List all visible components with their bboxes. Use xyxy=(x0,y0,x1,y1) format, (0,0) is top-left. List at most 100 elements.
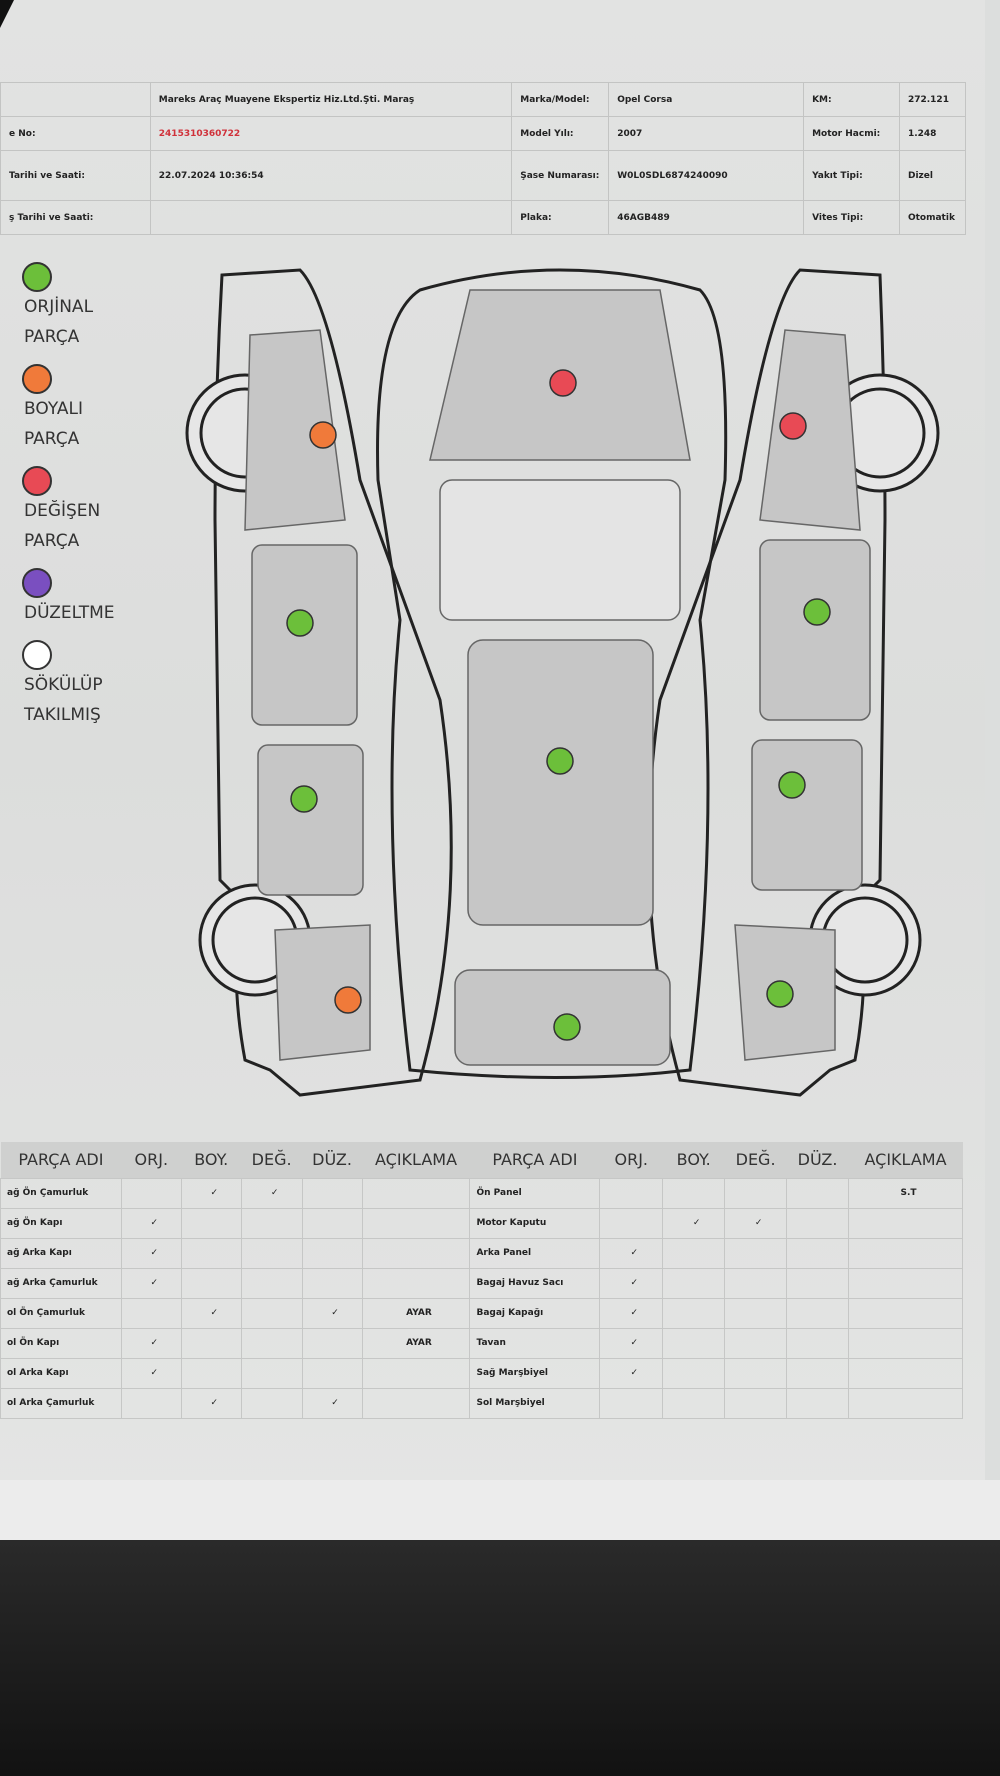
cell-duz xyxy=(786,1207,849,1239)
marker-trunk xyxy=(553,1013,581,1041)
cell-deg xyxy=(240,1267,303,1299)
car-diagram xyxy=(185,268,940,1097)
cell-deg xyxy=(240,1327,303,1359)
part-name: Sağ Marşbiyel xyxy=(469,1357,601,1389)
cell-deg xyxy=(240,1237,303,1269)
cell-deg xyxy=(724,1357,788,1389)
cell-note xyxy=(361,1387,471,1419)
cell-orj: ✓ xyxy=(599,1357,664,1389)
legend-label: DEĞİŞEN xyxy=(24,501,101,521)
marker-left-front-fender xyxy=(309,421,337,449)
cell-note xyxy=(361,1237,471,1269)
table-row: ol Arka Çamurluk✓✓Sol Marşbiyel xyxy=(0,1387,963,1419)
cell-deg xyxy=(724,1387,788,1419)
cell-boy xyxy=(662,1327,726,1359)
marker-right-front-fender xyxy=(779,412,807,440)
marker-hood xyxy=(549,369,577,397)
cell-boy xyxy=(662,1177,726,1209)
cell-deg xyxy=(240,1357,303,1389)
cell-boy xyxy=(662,1387,726,1419)
legend-dot-icon xyxy=(22,640,52,670)
cell-boy xyxy=(180,1267,242,1299)
info-label: Şase Numarası: xyxy=(511,150,610,201)
cell-duz xyxy=(786,1327,849,1359)
cell-boy xyxy=(180,1327,242,1359)
part-name: ol Ön Kapı xyxy=(0,1327,122,1359)
cell-boy xyxy=(662,1237,726,1269)
cell-duz: ✓ xyxy=(301,1387,363,1419)
cell-orj xyxy=(599,1177,664,1209)
background-sheet xyxy=(0,1480,1000,1550)
legend-dot-icon xyxy=(22,364,52,394)
cell-note xyxy=(848,1207,963,1239)
cell-duz xyxy=(786,1387,849,1419)
table-row: ağ Ön Kapı✓Motor Kaputu✓✓ xyxy=(0,1207,963,1239)
column-header: BOY. xyxy=(662,1142,725,1178)
cell-deg xyxy=(240,1387,303,1419)
marker-right-rear-fender xyxy=(766,980,794,1008)
cell-duz: ✓ xyxy=(301,1297,363,1329)
cell-boy: ✓ xyxy=(662,1207,726,1239)
info-label: Yakıt Tipi: xyxy=(803,150,900,201)
table-row: ol Arka Kapı✓Sağ Marşbiyel✓ xyxy=(0,1357,963,1389)
cell-orj: ✓ xyxy=(120,1357,182,1389)
column-header: DEĞ. xyxy=(241,1142,303,1178)
cell-boy xyxy=(662,1297,726,1329)
cell-note xyxy=(848,1327,963,1359)
part-name: ol Ön Çamurluk xyxy=(0,1297,122,1329)
cell-orj: ✓ xyxy=(599,1237,664,1269)
cell-orj: ✓ xyxy=(599,1267,664,1299)
cell-deg xyxy=(724,1327,788,1359)
cell-note xyxy=(361,1177,471,1209)
column-header: AÇIKLAMA xyxy=(362,1142,470,1178)
cell-orj: ✓ xyxy=(599,1327,664,1359)
cell-note: AYAR xyxy=(361,1297,471,1329)
cell-duz xyxy=(301,1357,363,1389)
legend-dot-icon xyxy=(22,262,52,292)
legend-dot-icon xyxy=(22,568,52,598)
cell-boy xyxy=(180,1357,242,1389)
column-header: DEĞ. xyxy=(724,1142,787,1178)
cell-orj: ✓ xyxy=(599,1297,664,1329)
info-value: 2007 xyxy=(608,116,805,151)
info-label: KM: xyxy=(803,82,900,117)
cell-duz xyxy=(301,1327,363,1359)
cell-boy xyxy=(662,1267,726,1299)
part-name: ağ Ön Kapı xyxy=(0,1207,122,1239)
column-header: PARÇA ADI xyxy=(469,1142,600,1178)
cell-duz xyxy=(786,1267,849,1299)
table-row: ağ Arka Kapı✓Arka Panel✓ xyxy=(0,1237,963,1269)
part-name: Bagaj Kapağı xyxy=(469,1297,601,1329)
legend-label: BOYALI xyxy=(24,399,83,419)
cell-orj: ✓ xyxy=(120,1237,182,1269)
part-name: ol Arka Çamurluk xyxy=(0,1387,122,1419)
info-value: 46AGB489 xyxy=(608,200,805,235)
cell-note: S.T xyxy=(848,1177,963,1209)
cell-note xyxy=(361,1267,471,1299)
cell-duz xyxy=(301,1237,363,1269)
info-label: Plaka: xyxy=(511,200,610,235)
cell-duz xyxy=(786,1357,849,1389)
cell-boy: ✓ xyxy=(180,1387,242,1419)
info-value: Opel Corsa xyxy=(608,82,805,117)
cell-note xyxy=(848,1357,963,1389)
column-header: ORJ. xyxy=(599,1142,663,1178)
info-value: 272.121 xyxy=(898,82,967,117)
cell-deg: ✓ xyxy=(724,1207,788,1239)
dark-surface xyxy=(0,1540,1000,1776)
column-header: BOY. xyxy=(181,1142,242,1178)
info-label: Model Yılı: xyxy=(511,116,610,151)
vehicle-info-table: Mareks Araç Muayene Ekspertiz Hiz.Ltd.Şt… xyxy=(0,82,967,235)
top-body-outline xyxy=(376,268,728,1079)
marker-left-front-door xyxy=(286,609,314,637)
cell-duz xyxy=(786,1297,849,1329)
info-value: Otomatik xyxy=(898,200,967,235)
legend-label: PARÇA xyxy=(24,327,80,347)
cell-boy xyxy=(180,1207,242,1239)
cell-note xyxy=(848,1297,963,1329)
